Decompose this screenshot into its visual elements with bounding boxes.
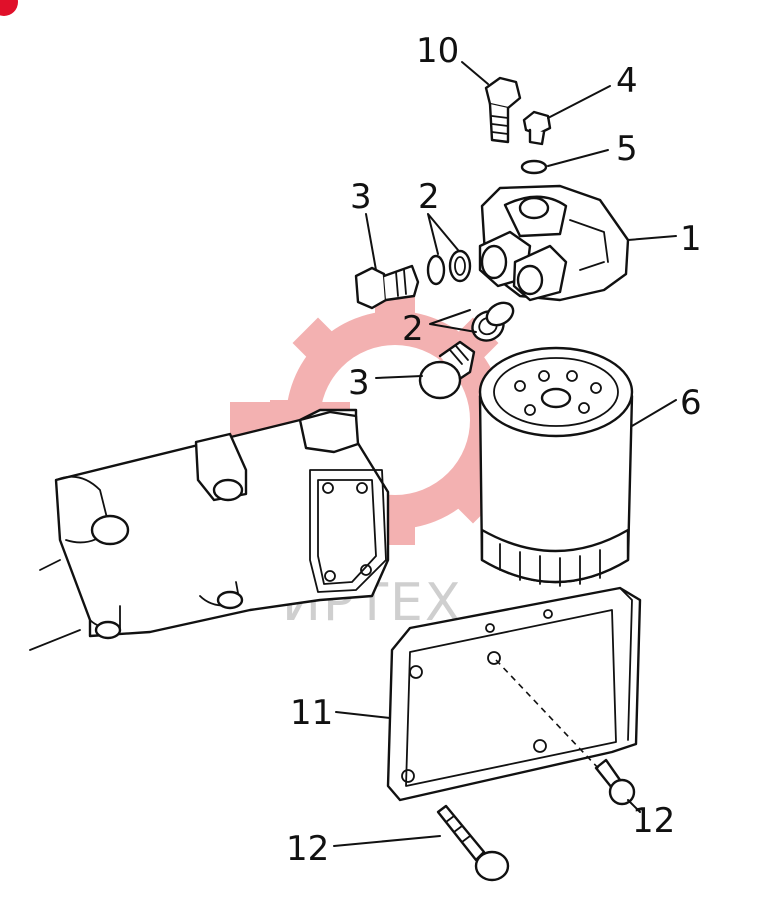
callout-12-right: 12 bbox=[632, 801, 675, 841]
callout-1: 1 bbox=[680, 219, 702, 259]
washers-2-lower bbox=[471, 301, 515, 342]
callout-3-lower: 3 bbox=[348, 363, 370, 403]
corner-mark bbox=[0, 0, 18, 16]
bolt-3-upper bbox=[354, 264, 420, 310]
callout-4: 4 bbox=[616, 61, 638, 101]
plug-4 bbox=[522, 110, 552, 146]
washer-5 bbox=[520, 159, 548, 175]
callout-2-upper: 2 bbox=[418, 177, 440, 217]
callout-11: 11 bbox=[290, 693, 333, 733]
bracket-11 bbox=[386, 586, 642, 802]
callout-3-upper: 3 bbox=[350, 177, 372, 217]
assembly-line bbox=[495, 659, 601, 771]
bolt-12-right bbox=[594, 758, 636, 806]
callout-6: 6 bbox=[680, 383, 702, 423]
leader-lines bbox=[333, 61, 677, 847]
bolt-3-lower bbox=[418, 340, 476, 400]
callout-2-lower: 2 bbox=[402, 309, 424, 349]
filter-head-1 bbox=[478, 184, 630, 302]
callout-5: 5 bbox=[616, 129, 638, 169]
engine-mount bbox=[29, 408, 390, 651]
bolt-10 bbox=[484, 76, 522, 144]
filter-cartridge-6 bbox=[478, 346, 634, 587]
callout-10: 10 bbox=[416, 31, 459, 71]
washers-2-upper bbox=[426, 249, 472, 286]
bolt-12-lower bbox=[436, 804, 510, 882]
callout-12-lower: 12 bbox=[286, 829, 329, 869]
